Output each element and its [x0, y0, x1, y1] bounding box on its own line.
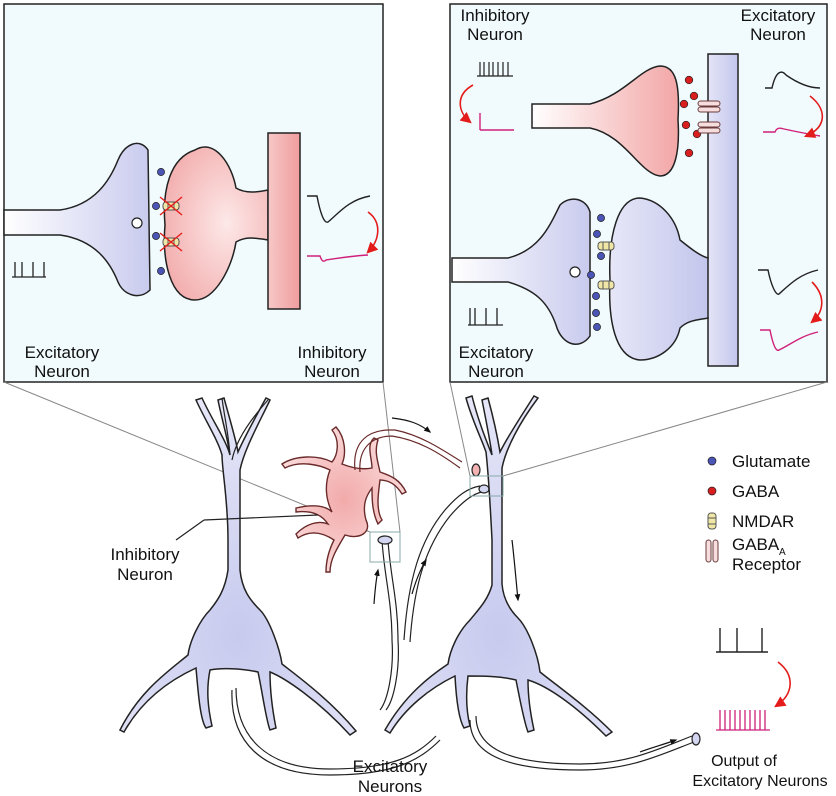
right-zoom-panel: Inhibitory Neuron Excitatory Neuron Exci… — [449, 3, 828, 383]
excitatory-postsynaptic-spine — [608, 197, 709, 361]
legend-gabaa-sub: A — [779, 547, 786, 558]
left-inhibitory-label-1: Inhibitory — [298, 343, 367, 362]
right-excitatory-bottom-label-1: Excitatory — [459, 343, 534, 362]
main-inhibitory-label-2: Neuron — [117, 565, 173, 584]
gaba-dot-icon — [707, 486, 717, 496]
zoom-connector-lines — [3, 381, 828, 533]
legend: Glutamate GABA NMDAR GABA A Receptor — [705, 452, 810, 574]
glutamate-dot-icon — [707, 456, 717, 466]
left-excitatory-label-1: Excitatory — [25, 343, 100, 362]
right-excitatory-bottom-label-2: Neuron — [468, 362, 524, 381]
legend-gabaa-main: GABA — [732, 535, 780, 554]
zoom-box-left — [369, 531, 401, 563]
left-excitatory-neuron — [118, 397, 358, 736]
output-label-2: Excitatory Neurons — [692, 773, 827, 790]
legend-gabaa-receptor: Receptor — [732, 555, 801, 574]
right-excitatory-neuron — [383, 395, 614, 737]
right-excitatory-top-label-1: Excitatory — [741, 6, 816, 25]
main-inhibitory-label-1: Inhibitory — [111, 545, 180, 564]
right-inhibitory-label-2: Neuron — [467, 25, 523, 44]
inhibitory-postsynaptic-spine — [163, 146, 269, 301]
legend-glutamate: Glutamate — [732, 452, 810, 471]
gaba-a-receptor-icon — [705, 539, 719, 563]
legend-nmdar: NMDAR — [732, 512, 794, 531]
main-excitatory-label-2: Neurons — [358, 777, 422, 796]
main-excitatory-label-1: Excitatory — [353, 757, 428, 776]
inhibitory-presynaptic-terminal — [531, 65, 680, 177]
left-excitatory-label-2: Neuron — [34, 362, 90, 381]
inhibitory-interneuron — [280, 426, 407, 573]
output-spikes — [716, 628, 791, 731]
output-label-1: Output of — [711, 753, 777, 770]
right-inhibitory-label-1: Inhibitory — [461, 6, 530, 25]
inhibitory-dendrite-bar — [267, 132, 301, 310]
right-excitatory-top-label-2: Neuron — [750, 25, 806, 44]
zoom-box-right — [469, 475, 504, 497]
left-inhibitory-label-2: Neuron — [304, 362, 360, 381]
gaba-a-receptors — [697, 100, 721, 134]
excitatory-presynaptic-terminal — [3, 142, 151, 297]
legend-gaba: GABA — [732, 482, 780, 501]
nmdar-icon — [707, 512, 717, 530]
left-zoom-panel: Excitatory Neuron Inhibitory Neuron — [3, 3, 384, 383]
